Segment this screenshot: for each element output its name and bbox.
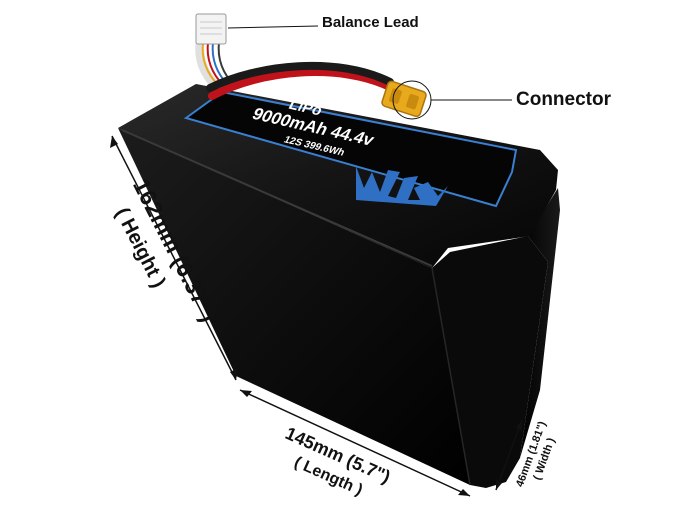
brand-logo: MA bbox=[356, 166, 448, 206]
battery-edge-highlight bbox=[121, 129, 433, 267]
xt-connector bbox=[381, 80, 427, 118]
balance-plug bbox=[195, 13, 227, 45]
battery-side-face bbox=[520, 188, 560, 458]
main-leads bbox=[206, 61, 427, 118]
label-chemistry: LiPo bbox=[286, 96, 325, 119]
connector-label: Connector bbox=[516, 89, 611, 110]
balance-lead-leader bbox=[227, 25, 319, 29]
balance-lead bbox=[195, 13, 236, 90]
battery-left-face bbox=[118, 128, 470, 485]
balance-lead-label: Balance Lead bbox=[322, 14, 419, 31]
